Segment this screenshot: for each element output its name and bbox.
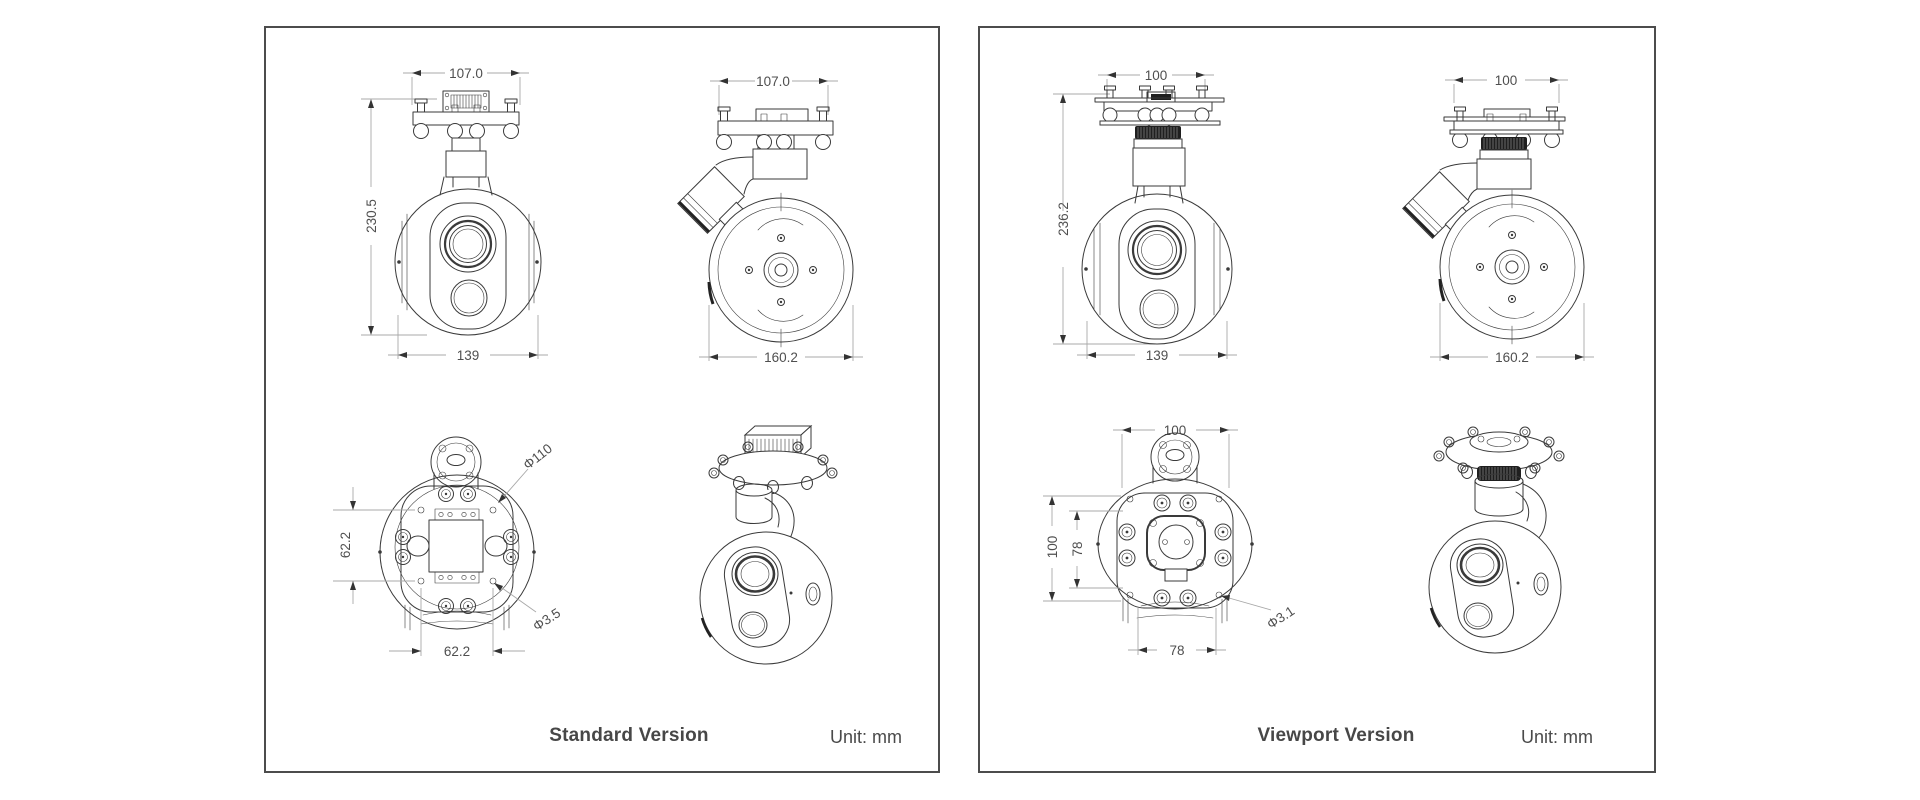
dimension-body-width: 139 — [1077, 321, 1237, 363]
mount-plate — [708, 441, 838, 494]
dim-label-top-width: 107.0 — [756, 74, 790, 89]
neck — [1474, 473, 1547, 547]
dim-label-top-width: 107.0 — [449, 66, 483, 81]
mount-plate — [1443, 106, 1566, 148]
standard-front-view-drawing: 107.0 230.5 139 — [361, 66, 548, 363]
ir-lens — [450, 279, 488, 317]
eo-lens — [439, 215, 497, 273]
dimension-body-diameter: 160.2 — [699, 305, 863, 365]
dimension-body-diameter: 160.2 — [1430, 303, 1594, 365]
neck — [1132, 138, 1186, 204]
viewport-perspective-view-drawing — [1428, 426, 1565, 654]
dim-label-flange-diameter: Φ110 — [520, 441, 555, 473]
viewport-bottom-view-drawing: 100 — [1043, 423, 1297, 658]
dimension-outer-height: 100 — [1043, 495, 1121, 602]
dim-label-body-width: 139 — [457, 348, 480, 363]
dim-label-vertical-spacing: 62.2 — [338, 532, 353, 558]
dimension-top-width: 100 — [1113, 423, 1238, 488]
dim-label-height: 236.2 — [1056, 202, 1071, 236]
mount-plate — [1094, 85, 1225, 131]
panel-title: Viewport Version — [1257, 725, 1415, 746]
dimension-flange-diameter: Φ110 — [498, 441, 555, 503]
dim-label-horizontal-spacing: 62.2 — [444, 644, 470, 659]
top-hub — [430, 436, 482, 490]
knurled-ring — [1135, 126, 1181, 139]
body-outline — [1096, 478, 1254, 624]
center-assembly — [1146, 515, 1206, 582]
body-outline — [378, 474, 536, 631]
mount-plate — [412, 90, 520, 139]
neck — [735, 483, 795, 556]
gimbal-sphere — [394, 188, 542, 336]
ir-lens — [1139, 289, 1179, 329]
dimension-bottom-width: 78 — [1128, 608, 1226, 658]
mount-plate — [1433, 426, 1565, 479]
dimension-height: 236.2 — [1053, 93, 1155, 345]
mount-plate — [716, 106, 834, 150]
standard-version-panel: 107.0 230.5 139 — [264, 26, 940, 773]
top-hub — [1150, 432, 1200, 484]
dim-label-top-width: 100 — [1145, 68, 1168, 83]
dim-label-hole-diameter: Φ3.1 — [1264, 603, 1297, 632]
dimension-horizontal-spacing: 62.2 — [389, 588, 525, 659]
unit-label: Unit: mm — [830, 727, 902, 747]
dimension-top-width: 107.0 — [403, 66, 529, 105]
gimbal-sphere — [1081, 193, 1233, 345]
elbow-arm — [1402, 149, 1532, 244]
knurled-ring — [1481, 137, 1527, 150]
dimension-hole-diameter: Φ3.1 — [1221, 595, 1297, 632]
viewport-version-panel: 100 236.2 139 — [978, 26, 1656, 773]
panel-title: Standard Version — [549, 725, 709, 746]
dim-label-body-diameter: 160.2 — [1495, 350, 1529, 365]
neck — [439, 137, 493, 196]
eo-lens — [1127, 220, 1187, 280]
screws — [1118, 494, 1232, 607]
unit-label: Unit: mm — [1521, 727, 1593, 747]
dim-label-top-width: 100 — [1495, 73, 1518, 88]
gimbal-sphere — [1428, 520, 1562, 654]
dim-label-height: 230.5 — [364, 199, 379, 233]
dimension-vertical-spacing: 62.2 — [333, 487, 415, 604]
dimension-top-width: 100 — [1098, 68, 1214, 95]
dimension-body-width: 139 — [388, 315, 548, 363]
viewport-front-view-drawing: 100 236.2 139 — [1053, 68, 1237, 363]
viewport-side-view-drawing: 100 160.2 — [1402, 73, 1594, 365]
dim-label-body-diameter: 160.2 — [764, 350, 798, 365]
standard-perspective-view-drawing — [699, 424, 838, 665]
roll-disc — [707, 192, 854, 348]
dim-label-body-width: 139 — [1146, 348, 1169, 363]
dim-label-outer-height: 100 — [1045, 536, 1060, 559]
roll-disc — [1438, 189, 1585, 345]
dimension-hole-diameter: Φ3.5 — [494, 582, 563, 634]
dim-label-hole-diameter: Φ3.5 — [530, 605, 563, 634]
dim-label-top-width: 100 — [1164, 423, 1187, 438]
standard-bottom-view-drawing: 62.2 62.2 Φ110 Φ3.5 — [333, 436, 563, 659]
dim-label-bottom-width: 78 — [1169, 643, 1184, 658]
standard-side-view-drawing: 107.0 160.2 — [677, 74, 863, 365]
dimension-inner-height: 78 — [1069, 510, 1123, 589]
dim-label-inner-height: 78 — [1070, 541, 1085, 556]
gimbal-sphere — [699, 531, 833, 665]
dimension-top-width: 100 — [1445, 73, 1568, 103]
screws — [395, 486, 519, 614]
dimension-height: 230.5 — [361, 98, 437, 336]
dimension-top-width: 107.0 — [710, 74, 838, 115]
